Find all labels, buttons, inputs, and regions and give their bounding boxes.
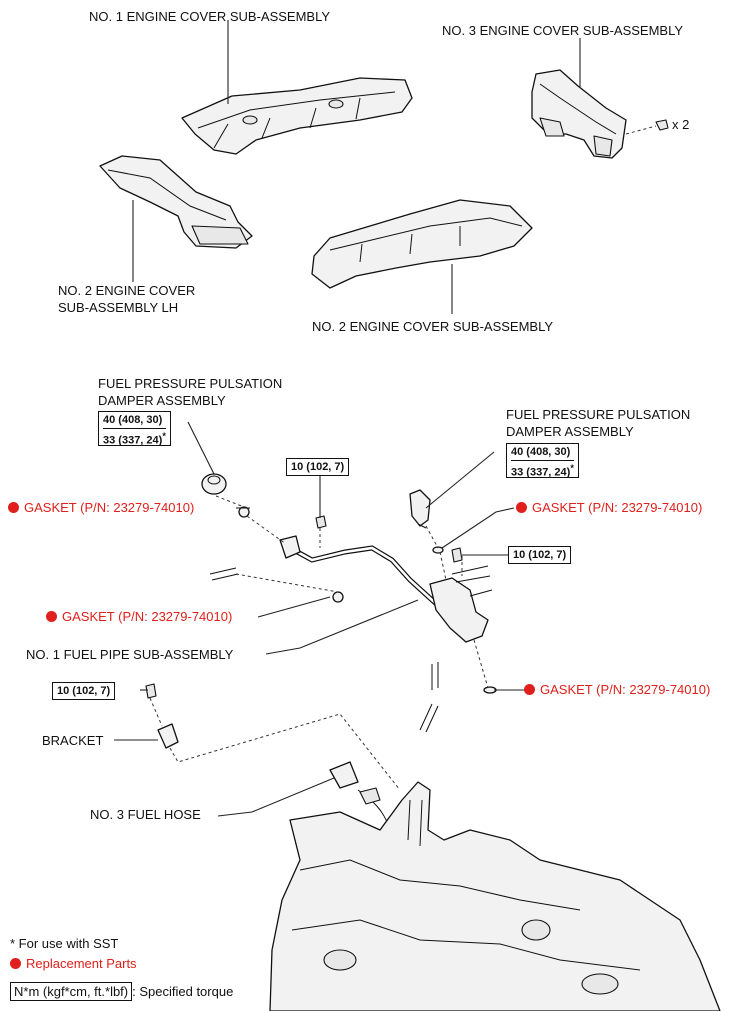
label-gasket-4: GASKET (P/N: 23279-74010): [524, 681, 710, 698]
torque-damper-left-line1: 40 (408, 30): [103, 414, 163, 426]
damper-left-drawing: [201, 473, 227, 495]
torque-damper-left-line2: 33 (337, 24): [103, 434, 163, 447]
legend-torque-text: : Specified torque: [132, 984, 234, 999]
damper-right-drawing: [409, 489, 431, 529]
fuel-hose-drawing: [329, 761, 391, 831]
torque-box-damper-right: 40 (408, 30) 33 (337, 24)*: [506, 443, 579, 479]
replacement-dot-icon: [10, 958, 21, 969]
torque-bolt-bracket: 10 (102, 7): [52, 682, 116, 700]
label-damper-left-line1: FUEL PRESSURE PULSATION: [98, 376, 283, 391]
label-no1-engine-cover: NO. 1 ENGINE COVER SUB-ASSEMBLY: [89, 9, 331, 24]
label-bracket: BRACKET: [42, 733, 104, 748]
label-no2-engine-cover-lh-line2: SUB-ASSEMBLY LH: [58, 300, 179, 315]
no3-engine-cover-drawing: [531, 69, 627, 159]
legend-sst: * For use with SST: [10, 936, 119, 951]
fuel-pipe-drawing: [209, 535, 493, 733]
replacement-dot-icon: [516, 502, 527, 513]
label-damper-right-line1: FUEL PRESSURE PULSATION: [506, 407, 691, 422]
label-no2-engine-cover-lh-line1: NO. 2 ENGINE COVER: [58, 283, 196, 298]
sst-asterisk: *: [162, 431, 166, 441]
bracket-drawing: [157, 723, 179, 749]
no2-engine-cover-lh-drawing: [99, 155, 253, 249]
torque-bolt-top: 10 (102, 7): [286, 458, 350, 476]
replacement-dot-icon: [8, 502, 19, 513]
label-gasket-2: GASKET (P/N: 23279-74010): [516, 499, 702, 516]
label-fuel-pipe: NO. 1 FUEL PIPE SUB-ASSEMBLY: [26, 647, 234, 662]
replacement-dot-icon: [524, 684, 535, 695]
no2-engine-cover-drawing: [311, 199, 533, 289]
label-x2: x 2: [672, 117, 690, 132]
legend-replacement: Replacement Parts: [10, 955, 137, 972]
bolts-drawing: [145, 515, 463, 699]
label-damper-right-line2: DAMPER ASSEMBLY: [506, 424, 634, 439]
torque-box-damper-left: 40 (408, 30) 33 (337, 24)*: [98, 411, 171, 447]
label-no3-engine-cover: NO. 3 ENGINE COVER SUB-ASSEMBLY: [442, 23, 684, 38]
sst-asterisk: *: [570, 463, 574, 473]
label-damper-left-line2: DAMPER ASSEMBLY: [98, 393, 226, 408]
no1-engine-cover-drawing: [181, 77, 413, 155]
label-gasket-1: GASKET (P/N: 23279-74010): [8, 499, 194, 516]
label-fuel-hose: NO. 3 FUEL HOSE: [90, 807, 201, 822]
cover-clip-icon: [655, 119, 669, 131]
label-gasket-3: GASKET (P/N: 23279-74010): [46, 608, 232, 625]
torque-bolt-right: 10 (102, 7): [508, 546, 572, 564]
label-no2-engine-cover: NO. 2 ENGINE COVER SUB-ASSEMBLY: [312, 319, 554, 334]
torque-damper-right-line1: 40 (408, 30): [511, 446, 571, 458]
legend-torque-box: N*m (kgf*cm, ft.*lbf): [10, 982, 133, 1001]
torque-damper-right-line2: 33 (337, 24): [511, 466, 571, 479]
replacement-dot-icon: [46, 611, 57, 622]
legend-torque: N*m (kgf*cm, ft.*lbf): Specified torque: [10, 982, 233, 1001]
engine-block-drawing: [269, 781, 721, 1011]
